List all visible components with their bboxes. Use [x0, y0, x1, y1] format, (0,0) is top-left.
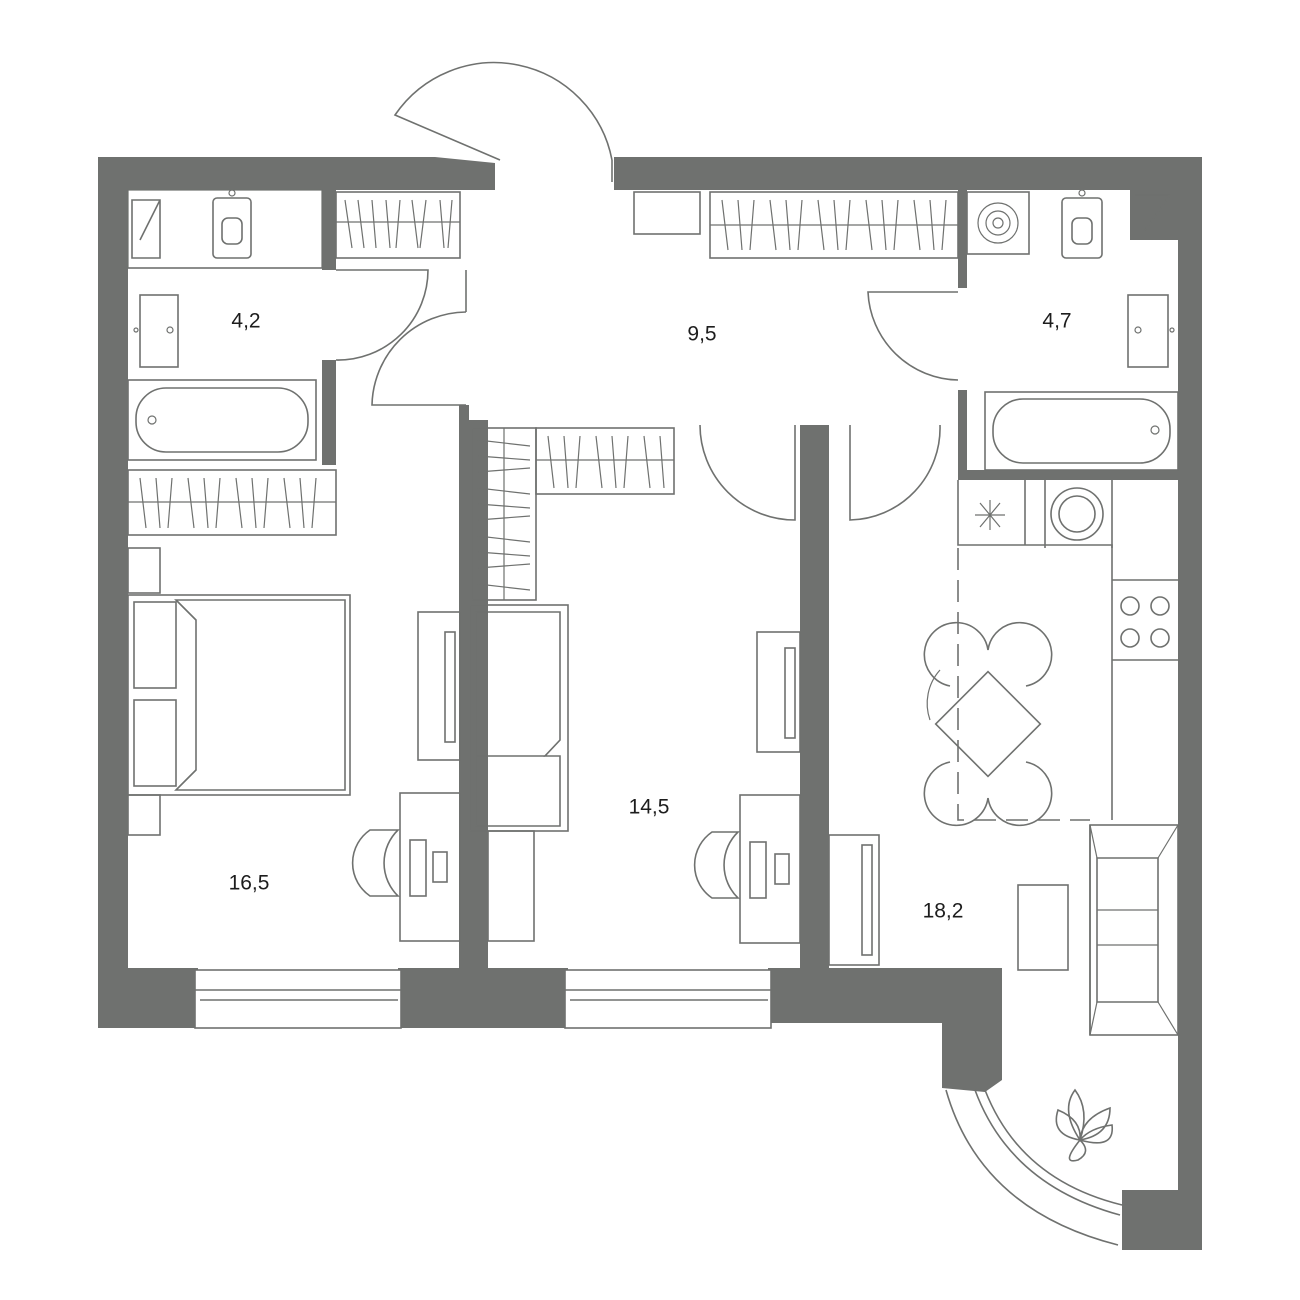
washing-machine-icon [966, 191, 1030, 255]
bedroom [127, 547, 461, 942]
room-area-label: 14,5 [629, 796, 670, 819]
tv-icon [417, 611, 461, 761]
sink-icon [133, 294, 179, 368]
walls [98, 157, 1202, 1250]
stove-icon [1120, 596, 1170, 648]
bathtub-icon [127, 379, 317, 461]
room-area-label: 18,2 [923, 900, 964, 923]
desk-icon [399, 792, 461, 942]
plant-icon [1055, 1088, 1113, 1162]
dining-table-icon [923, 621, 1053, 827]
door-icon [335, 61, 959, 521]
sink-icon [1127, 294, 1175, 368]
chair-icon [693, 831, 740, 899]
wardrobe-icon [127, 191, 959, 601]
fridge-icon [975, 500, 1005, 530]
window-icon [194, 969, 1123, 1246]
room-area-label: 4,2 [231, 310, 260, 333]
tv-icon [756, 631, 801, 753]
bed-icon [127, 547, 351, 836]
room-area-label: 4,7 [1042, 310, 1071, 333]
bathtub-icon [984, 391, 1179, 471]
room-area-label: 9,5 [687, 323, 716, 346]
tv-icon [828, 834, 880, 966]
second-bedroom [469, 604, 801, 944]
room-area-label: 16,5 [229, 872, 270, 895]
chair-icon [351, 829, 400, 897]
desk-icon [739, 794, 801, 944]
sink-icon [1050, 487, 1104, 541]
bathroom-left [127, 189, 323, 461]
sofa-icon [1089, 824, 1179, 1036]
kitchen-living [828, 480, 1179, 1162]
bathroom-right [966, 189, 1179, 471]
toilet-icon [1061, 189, 1103, 259]
toilet-icon [212, 189, 252, 259]
